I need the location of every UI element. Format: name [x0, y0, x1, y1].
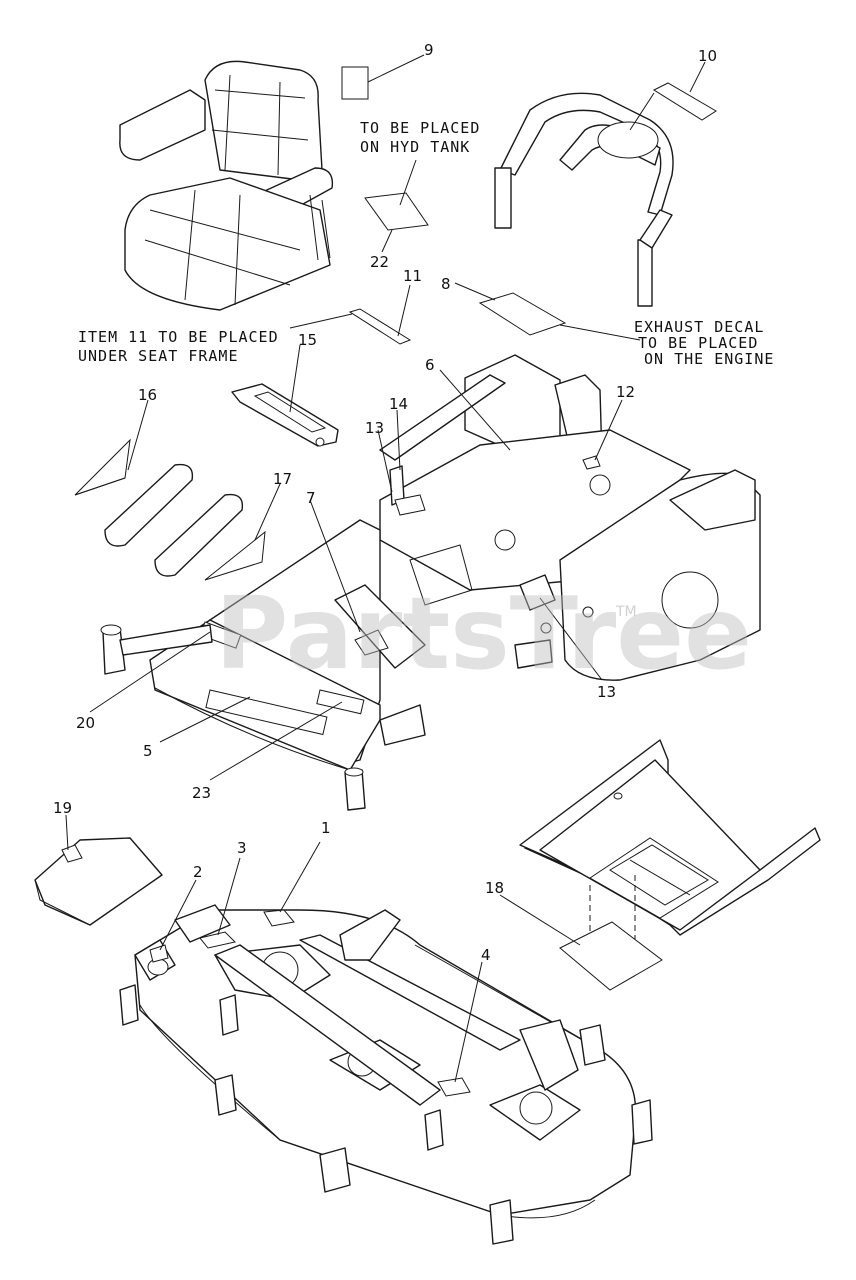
callout-17: 17	[273, 470, 292, 488]
callout-13-upper: 13	[365, 419, 384, 437]
callout-23: 23	[192, 784, 211, 802]
note-seat-line2: UNDER SEAT FRAME	[78, 347, 239, 365]
note-hyd-tank-line2: ON HYD TANK	[360, 138, 470, 156]
note-exhaust-line3: ON THE ENGINE	[644, 350, 774, 368]
callout-14: 14	[389, 395, 408, 413]
callout-5: 5	[143, 742, 153, 760]
callout-18: 18	[485, 879, 504, 897]
decal-2	[149, 944, 169, 963]
watermark: PartsTree	[215, 575, 752, 692]
decal-3	[199, 931, 236, 949]
cover-19	[34, 837, 163, 926]
decal-1	[263, 909, 295, 927]
main-frame	[100, 354, 761, 811]
callout-7: 7	[306, 489, 316, 507]
callout-3: 3	[237, 839, 247, 857]
decal-5	[205, 689, 328, 736]
callout-19: 19	[53, 799, 72, 817]
callout-2: 2	[193, 863, 203, 881]
callout-15: 15	[298, 331, 317, 349]
note-seat-line1: ITEM 11 TO BE PLACED	[78, 328, 279, 346]
decal-11	[348, 308, 412, 345]
watermark-tm: TM	[615, 604, 637, 620]
side-cover-17	[154, 493, 266, 581]
callout-13-lower: 13	[597, 683, 616, 701]
decal-23	[316, 689, 365, 715]
decal-22	[364, 192, 429, 231]
decal-14	[394, 494, 426, 516]
seat-assembly	[119, 60, 334, 311]
callout-9: 9	[424, 41, 434, 59]
note-exhaust-line2: TO BE PLACED	[638, 334, 758, 352]
rops-frame	[494, 92, 674, 307]
floor-pan	[519, 739, 821, 936]
callout-10: 10	[698, 47, 717, 65]
decal-4	[437, 1077, 471, 1097]
decal-10	[652, 82, 717, 121]
side-cover-16	[74, 438, 194, 547]
decal-9	[341, 66, 369, 100]
callout-22: 22	[370, 253, 389, 271]
decal-8	[478, 292, 567, 336]
callout-4: 4	[481, 946, 491, 964]
note-hyd-tank-line1: TO BE PLACED	[360, 119, 480, 137]
plate-15	[231, 383, 339, 447]
callout-16: 16	[138, 386, 157, 404]
mower-deck	[119, 904, 653, 1245]
callout-20: 20	[76, 714, 95, 732]
callout-11: 11	[403, 267, 422, 285]
callout-8: 8	[441, 275, 451, 293]
callout-1: 1	[321, 819, 331, 837]
callout-12: 12	[616, 383, 635, 401]
note-exhaust-line1: EXHAUST DECAL	[634, 318, 764, 336]
decal-18	[559, 921, 663, 991]
callout-6: 6	[425, 356, 435, 374]
